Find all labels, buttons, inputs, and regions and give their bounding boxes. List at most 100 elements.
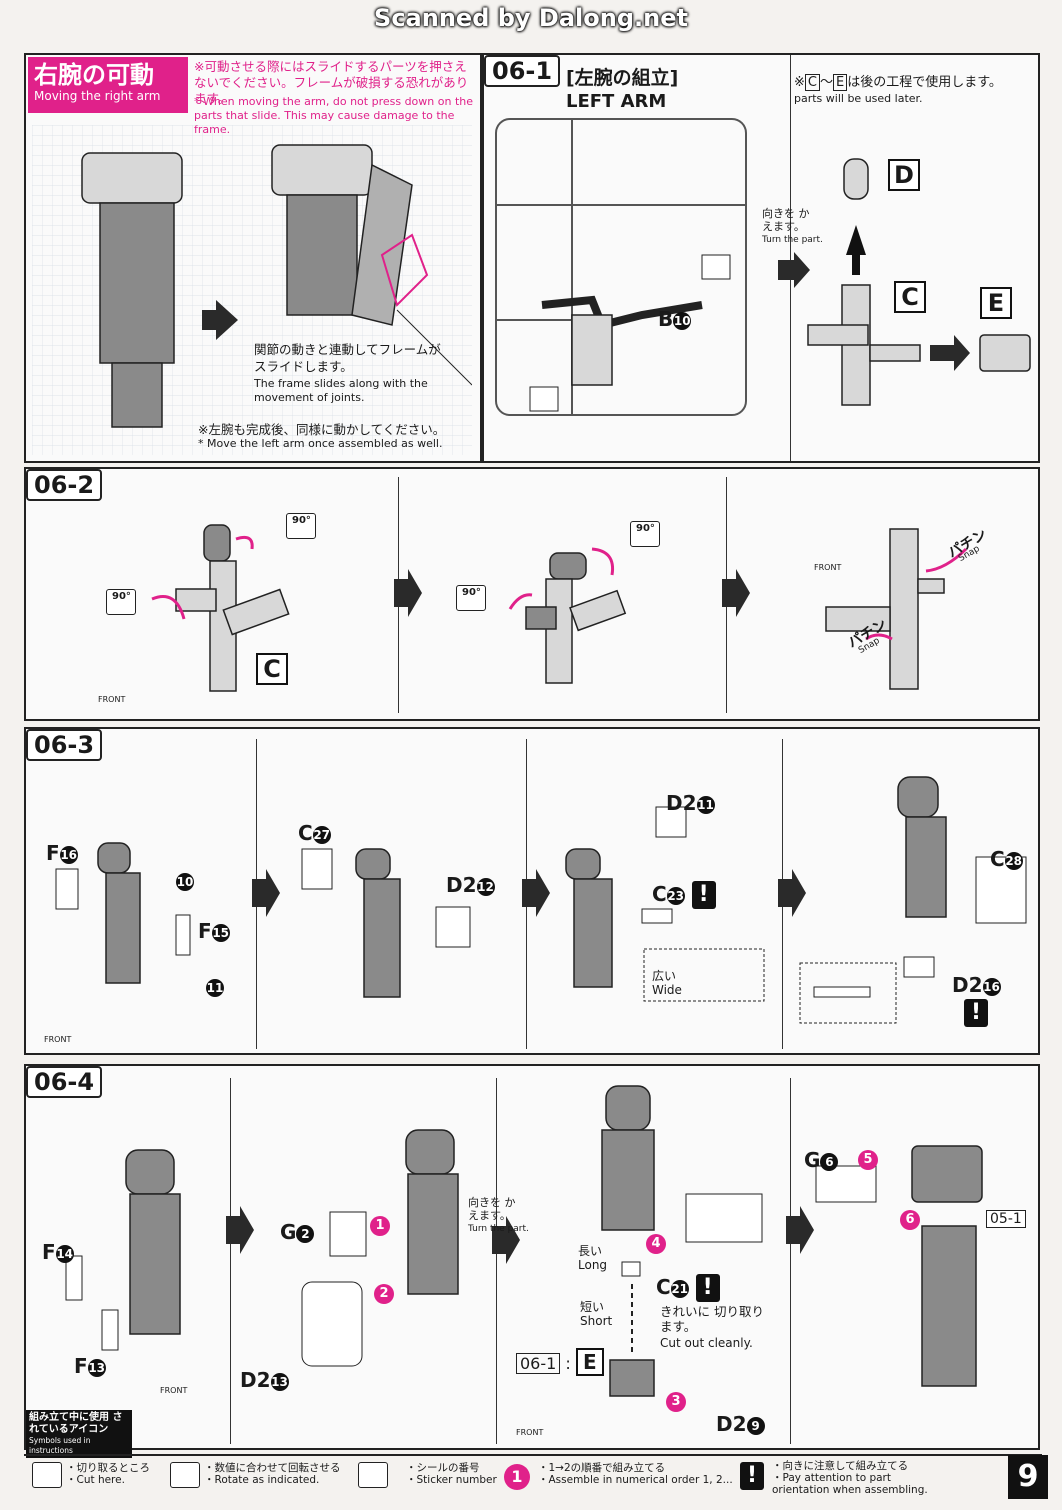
cut-icon xyxy=(32,1462,62,1488)
part-c21-letter: C xyxy=(656,1275,671,1299)
part-d2-13-number: 13 xyxy=(270,1372,289,1391)
legend-title: 組み立て中に使用 されているアイコン Symbols used in instr… xyxy=(26,1410,132,1458)
legend-sticker-en: ・Sticker number xyxy=(406,1474,497,1486)
sticker-10: 10 xyxy=(176,871,194,891)
later-note-tilde: ～ xyxy=(819,75,833,90)
part-d2-16-number: 16 xyxy=(982,977,1001,996)
part-g2-letter: G xyxy=(280,1220,297,1244)
part-d2-11-letter: D2 xyxy=(666,791,697,815)
left-arm-note-jp: ※左腕も完成後、同様に動かしてください。 xyxy=(198,422,446,437)
right-arm-title-jp: 右腕の可動 xyxy=(34,61,154,89)
order-3-badge: 3 xyxy=(666,1392,686,1412)
part-g2-number: 2 xyxy=(296,1224,315,1243)
step-06-3-tag: 06-3 xyxy=(26,729,103,761)
order-4-badge: 4 xyxy=(646,1234,666,1254)
part-c27-letter: C xyxy=(298,821,313,845)
part-c-box: C xyxy=(894,281,926,313)
rotate-90-label-4: 90° xyxy=(636,523,655,534)
rotate-icon-1 xyxy=(106,589,136,615)
short-en: Short xyxy=(580,1314,613,1328)
order-2-badge-a: 2 xyxy=(374,1284,394,1304)
wide-label-jp: 広い xyxy=(652,969,677,983)
part-f16: F16 xyxy=(46,841,78,865)
right-arm-illustration xyxy=(32,125,472,455)
part-f13: F13 xyxy=(74,1354,106,1378)
left-arm-title-en: LEFT ARM xyxy=(566,91,667,112)
part-f15-letter: F xyxy=(198,919,212,943)
ref-06-1-label: 06-1 : E xyxy=(516,1348,604,1376)
part-c27-number: 27 xyxy=(312,825,331,844)
ref-05-1-tag: 05-1 xyxy=(986,1210,1026,1228)
part-f15: F15 xyxy=(198,919,230,943)
part-c-box-06-2: C xyxy=(256,653,288,685)
later-note-en: parts will be used later. xyxy=(794,92,923,105)
part-f14-number: 14 xyxy=(55,1244,74,1263)
step-06-1-divider xyxy=(790,55,791,461)
cut-clean-en: Cut out cleanly. xyxy=(660,1336,753,1350)
sticker-11-number: 11 xyxy=(206,978,224,997)
rotate-icon-2 xyxy=(286,513,316,539)
orientation-warning-icon-2: ! xyxy=(964,999,988,1027)
legend-order: ・1→2の順番で組み立てる ・Assemble in numerical ord… xyxy=(538,1462,733,1486)
part-d2-9-number: 9 xyxy=(746,1416,765,1435)
later-note-e: E xyxy=(833,74,848,91)
step-06-3-panel: 06-3 F16 10 F15 xyxy=(24,727,1040,1055)
part-c28: C28 xyxy=(990,847,1023,871)
turn-part-en: Turn the part. xyxy=(762,235,823,245)
rotate-icon-3 xyxy=(456,585,486,611)
frame-slide-en: The frame slides along with the movement… xyxy=(254,377,428,404)
legend-rotate-jp: ・数値に合わせて回転させる xyxy=(204,1462,341,1474)
order-5-badge: 5 xyxy=(858,1150,878,1170)
part-g6-number: 6 xyxy=(820,1152,839,1171)
turn-part-en-2: Turn the part. xyxy=(468,1224,529,1234)
part-g6-letter: G xyxy=(804,1148,821,1172)
orientation-warning-icon: ! xyxy=(691,881,716,909)
left-arm-note-en: * Move the left arm once assembled as we… xyxy=(198,437,443,450)
cut-clean-jp: きれいに 切り取ります。 xyxy=(660,1304,764,1334)
legend-order-en: ・Assemble in numerical order 1, 2... xyxy=(538,1474,733,1486)
step-06-4-tag: 06-4 xyxy=(26,1066,103,1098)
legend-bar: ・切り取るところ ・Cut here. ・数値に合わせて回転させる ・Rotat… xyxy=(24,1454,1042,1498)
later-note-c: C xyxy=(804,74,820,91)
part-b10-label: B10 xyxy=(658,307,692,331)
wide-label-en: Wide xyxy=(652,983,682,997)
rotate-90-label-2: 90° xyxy=(292,515,311,526)
legend-cut-en: ・Cut here. xyxy=(66,1474,125,1486)
order-6-badge: 6 xyxy=(900,1210,920,1230)
legend-orientation-en: ・Pay attention to part orientation when … xyxy=(772,1472,928,1496)
order-1-badge-a: 1 xyxy=(370,1216,390,1236)
part-c21: C21 ! xyxy=(656,1274,720,1302)
sticker-10-number: 10 xyxy=(176,872,194,891)
rotate-icon-4 xyxy=(630,521,660,547)
part-f16-number: 16 xyxy=(59,845,78,864)
part-d2-11-number: 11 xyxy=(696,795,715,814)
step-06-1-arrow xyxy=(778,252,810,288)
sticker-legend-icon xyxy=(358,1462,388,1488)
short-jp: 短い xyxy=(580,1300,605,1314)
rotate-90-label-1: 90° xyxy=(112,591,131,602)
part-c23: C23 ! xyxy=(652,881,716,909)
front-label-06-4-b: FRONT xyxy=(516,1428,544,1437)
rotate-legend-icon xyxy=(170,1462,200,1488)
turn-part-jp: 向きを かえます。 xyxy=(762,207,810,233)
part-f14: F14 xyxy=(42,1240,74,1264)
turn-part-jp-2: 向きを かえます。 xyxy=(468,1196,516,1222)
step-06-4-illustration xyxy=(65,1085,983,1397)
part-f13-letter: F xyxy=(74,1354,88,1378)
divider-06-4-c xyxy=(790,1078,791,1444)
legend-cut-jp: ・切り取るところ xyxy=(66,1462,150,1474)
step-06-2-illustration xyxy=(151,524,968,692)
rotate-90-label-3: 90° xyxy=(462,587,481,598)
left-arm-title-jp: [左腕の組立] xyxy=(566,67,679,89)
divider-06-4-b xyxy=(496,1078,497,1444)
legend-sticker-jp: ・シールの番号 xyxy=(406,1462,480,1474)
part-c23-letter: C xyxy=(652,882,667,906)
part-e-box: E xyxy=(980,287,1012,319)
part-f16-letter: F xyxy=(46,841,60,865)
legend-rotate: ・数値に合わせて回転させる ・Rotate as indicated. xyxy=(204,1462,341,1486)
step-06-2-tag: 06-2 xyxy=(26,469,103,501)
part-c23-number: 23 xyxy=(666,886,685,905)
watermark: Scanned by Dalong.net xyxy=(374,4,688,32)
